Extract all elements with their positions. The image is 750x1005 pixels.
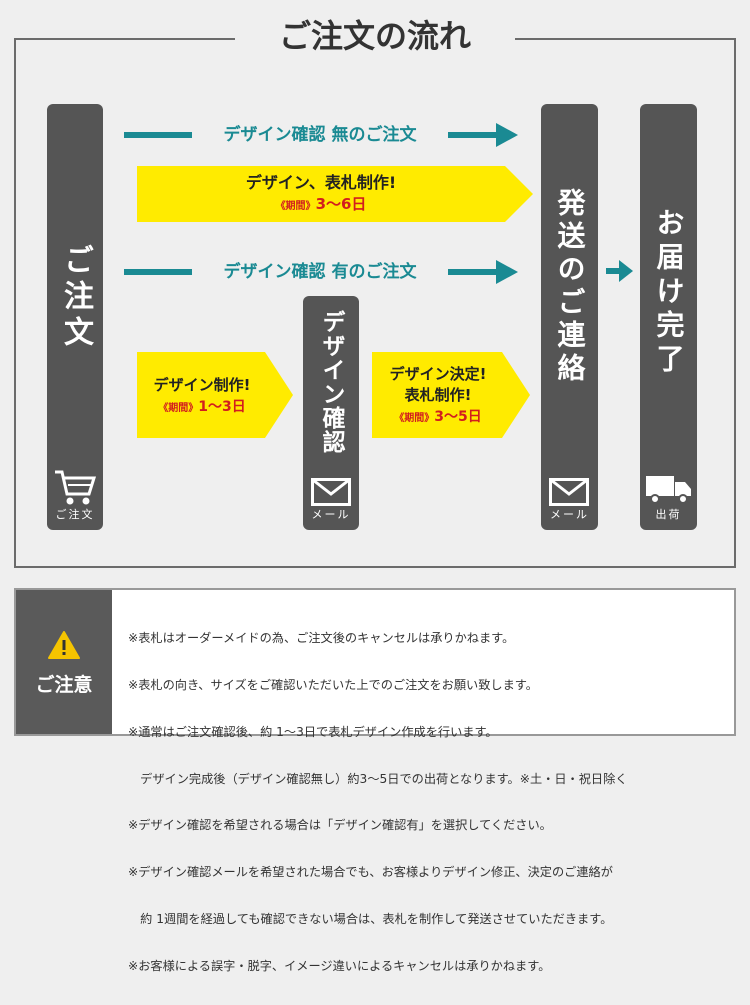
caution-line: ※デザイン確認を希望される場合は「デザイン確認有」を選択してください。 [128, 818, 552, 833]
caution-heading-panel: ご注意 [16, 590, 112, 734]
box-design-period: 《期間》1〜3日 [158, 399, 246, 415]
box-decide-subtitle: 表札制作! [404, 386, 472, 404]
box-no-confirm-shape [137, 166, 533, 222]
warning-icon [48, 631, 80, 659]
column-order-caption: ご注文 [55, 508, 95, 521]
caution-notes: ※表札はオーダーメイドの為、ご注文後のキャンセルは承りかねます。 ※表札の向き、… [128, 600, 627, 1005]
column-shipping-notice-label: 発送のご連絡 [553, 188, 587, 386]
page-title: ご注文の流れ [235, 14, 515, 58]
caution-line: 約 1週間を経過しても確認できない場合は、表札を制作して発送させていただきます。 [128, 911, 613, 926]
caution-line: ※お客様による誤字・脱字、イメージ違いによるキャンセルは承りかねます。 [128, 958, 551, 973]
caution-line: ※表札はオーダーメイドの為、ご注文後のキャンセルは承りかねます。 [128, 631, 515, 646]
box-design: デザイン制作! 《期間》1〜3日 [137, 374, 267, 419]
caution-line: ※デザイン確認メールを希望された場合でも、お客様よりデザイン修正、決定のご連絡が [128, 865, 613, 880]
column-order-label: ご注文 [58, 244, 93, 352]
arrow-with-confirm: デザイン確認 有のご注文 [124, 259, 520, 285]
caution-heading: ご注意 [35, 674, 93, 696]
caution-line: デザイン完成後（デザイン確認無し）約3〜5日での出荷となります。※土・日・祝日除… [128, 771, 628, 786]
arrow-no-confirm-label: デザイン確認 無のご注文 [192, 122, 448, 148]
caution-box: ご注意 ※表札はオーダーメイドの為、ご注文後のキャンセルは承りかねます。 ※表札… [14, 588, 736, 973]
column-shipping-notice: 発送のご連絡 メール [541, 104, 598, 530]
box-decide-title: デザイン決定! [389, 365, 487, 383]
arrow-with-confirm-label: デザイン確認 有のご注文 [192, 259, 448, 285]
box-no-confirm-title: デザイン、表札制作! [245, 173, 397, 192]
box-design-shape [137, 352, 293, 438]
box-decide-shape [372, 352, 530, 438]
box-no-confirm: デザイン、表札制作! 《期間》3〜6日 [137, 172, 505, 217]
cart-icon [55, 470, 97, 505]
column-design-confirm-caption: メール [311, 508, 351, 521]
arrow-no-confirm: デザイン確認 無のご注文 [124, 122, 520, 148]
column-delivery-label: お届け完了 [652, 208, 686, 378]
mail-icon [549, 478, 589, 506]
box-decide: デザイン決定! 表札制作! 《期間》3〜5日 [372, 364, 504, 429]
box-design-title: デザイン制作! [153, 376, 251, 394]
column-design-confirm: デザイン確認 メール [303, 296, 359, 530]
column-design-confirm-label: デザイン確認 [318, 310, 344, 454]
truck-icon [646, 476, 691, 504]
caution-line: ※通常はご注文確認後、約 1〜3日で表札デザイン作成を行います。 [128, 724, 498, 739]
flow-frame [14, 38, 736, 568]
caution-line: ※表札の向き、サイズをご確認いただいた上でのご注文をお願い致します。 [128, 677, 538, 692]
arrow-small-icon [606, 260, 633, 282]
box-decide-period: 《期間》3〜5日 [394, 409, 482, 425]
column-delivery: お届け完了 出荷 [640, 104, 697, 530]
column-shipping-notice-caption: メール [550, 508, 589, 521]
box-no-confirm-period: 《期間》3〜6日 [275, 195, 367, 213]
mail-icon [311, 478, 351, 506]
column-order: ご注文 ご注文 [47, 104, 103, 530]
column-delivery-caption: 出荷 [655, 508, 682, 521]
